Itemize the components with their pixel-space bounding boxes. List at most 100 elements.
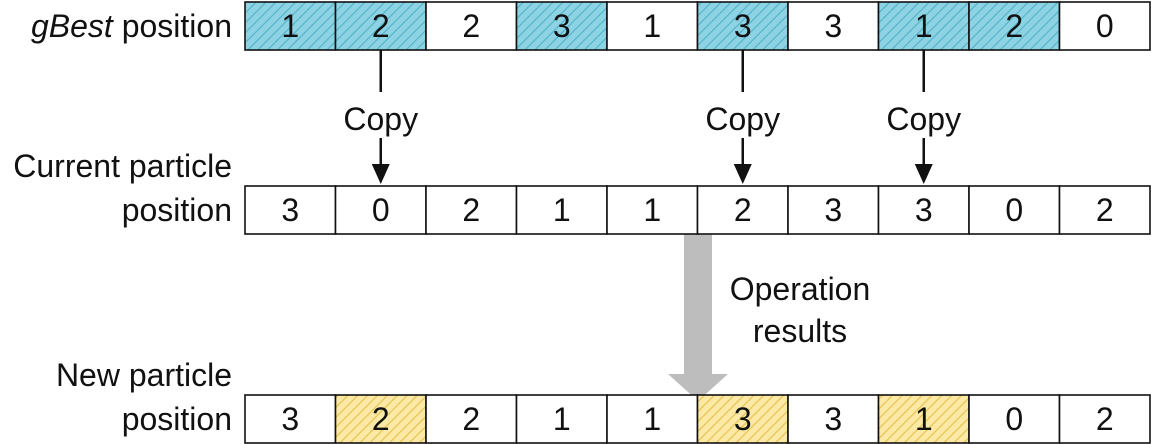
gbest-cell: 2: [968, 1, 1061, 51]
current-cell-box: [696, 185, 789, 235]
copy-arrow-head: [371, 164, 390, 184]
new-cell-box: [1058, 394, 1151, 444]
new-cell: 3: [787, 394, 880, 444]
current-cell-value: 3: [281, 192, 299, 228]
current-cell: 3: [787, 185, 880, 235]
current-row-label-part: position: [122, 192, 232, 228]
current-cell-value: 1: [643, 192, 661, 228]
gbest-cell-box-highlighted: [334, 1, 427, 51]
operation-results-arrow: Operation results: [668, 234, 870, 401]
current-cell: 3: [244, 185, 337, 235]
new-cell-box: [968, 394, 1061, 444]
gbest-cell-box-highlighted: [244, 1, 337, 51]
gbest-cell: 3: [696, 1, 789, 51]
current-cell-value: 3: [915, 192, 933, 228]
new-cell: 1: [877, 394, 970, 444]
current-cell-box: [1058, 185, 1151, 235]
new-row-label-part: position: [122, 401, 232, 437]
current-row-label-line-1: Current particle: [13, 148, 232, 184]
current-row-label-line-2: position: [122, 192, 232, 228]
new-cell-box: [606, 394, 699, 444]
current-cell: 2: [1058, 185, 1151, 235]
gbest-cell-box: [1058, 1, 1151, 51]
new-cell-value: 1: [643, 401, 661, 437]
gbest-cell: 2: [425, 1, 518, 51]
copy-arrow-head: [914, 164, 933, 184]
new-cell-value: 1: [553, 401, 571, 437]
gbest-cell-box-highlighted: [968, 1, 1061, 51]
copy-label: Copy: [343, 101, 418, 137]
gbest-cell: 1: [877, 1, 970, 51]
copy-label: Copy: [886, 101, 961, 137]
gbest-cell-value: 1: [643, 8, 661, 44]
current-cell-value: 0: [1005, 192, 1023, 228]
gbest-cell: 2: [334, 1, 427, 51]
gbest-cell-value: 3: [734, 8, 752, 44]
gbest-cell: 0: [1058, 1, 1151, 51]
current-cell-box: [515, 185, 608, 235]
current-cell: 0: [968, 185, 1061, 235]
operation-results-label-line-1: Operation: [730, 271, 871, 307]
new-row-label-line-1: New particle: [56, 357, 232, 393]
operation-arrow-shape: [668, 234, 728, 401]
new-cell: 0: [968, 394, 1061, 444]
current-cell-value: 3: [824, 192, 842, 228]
operation-results-label-line-2: results: [753, 313, 847, 349]
new-cell-value: 1: [915, 401, 933, 437]
new-cell-value: 2: [372, 401, 390, 437]
gbest-cell-value: 2: [372, 8, 390, 44]
new-cell-box: [425, 394, 518, 444]
new-cell-box-highlighted: [334, 394, 427, 444]
new-cell: 2: [334, 394, 427, 444]
gbest-cell-value: 1: [915, 8, 933, 44]
current-cell: 0: [334, 185, 427, 235]
copy-label: Copy: [705, 101, 780, 137]
gbest-cell-box-highlighted: [696, 1, 789, 51]
new-cell-value: 3: [734, 401, 752, 437]
new-cell: 3: [696, 394, 789, 444]
new-cell-box: [244, 394, 337, 444]
gbest-cell: 1: [244, 1, 337, 51]
new-cell-box-highlighted: [877, 394, 970, 444]
gbest-cell-box-highlighted: [877, 1, 970, 51]
current-cell-box: [877, 185, 970, 235]
gbest-cell-value: 3: [553, 8, 571, 44]
copy-arrow: Copy: [886, 50, 961, 184]
current-cell-value: 1: [553, 192, 571, 228]
copy-arrows: Copy Copy Copy: [343, 50, 961, 184]
current-cell-box: [425, 185, 518, 235]
current-cell: 1: [606, 185, 699, 235]
gbest-cell-box: [787, 1, 880, 51]
new-cell-value: 2: [1096, 401, 1114, 437]
new-row-label-part: New particle: [56, 357, 232, 393]
current-row-label-part: Current particle: [13, 148, 232, 184]
gbest-cell-box: [425, 1, 518, 51]
gbest-cell-box: [606, 1, 699, 51]
current-cell-value: 2: [734, 192, 752, 228]
current-cell-value: 0: [372, 192, 390, 228]
gbest-row-label-part: position: [113, 8, 232, 44]
gbest-row-label-part: gBest: [31, 8, 114, 44]
gbest-cell: 1: [606, 1, 699, 51]
current-cell-box: [787, 185, 880, 235]
gbest-cell-value: 0: [1096, 8, 1114, 44]
current-cell: 3: [877, 185, 970, 235]
gbest-cell-value: 2: [1005, 8, 1023, 44]
copy-arrow: Copy: [343, 50, 418, 184]
new-cell: 1: [515, 394, 608, 444]
new-cell: 1: [606, 394, 699, 444]
gbest-cell-value: 3: [824, 8, 842, 44]
new-cell: 3: [244, 394, 337, 444]
gbest-cell: 3: [787, 1, 880, 51]
new-cell-value: 3: [281, 401, 299, 437]
new-cell-value: 0: [1005, 401, 1023, 437]
gbest-cell: 3: [515, 1, 608, 51]
current-cell: 2: [425, 185, 518, 235]
new-cell: 2: [1058, 394, 1151, 444]
current-cell: 1: [515, 185, 608, 235]
